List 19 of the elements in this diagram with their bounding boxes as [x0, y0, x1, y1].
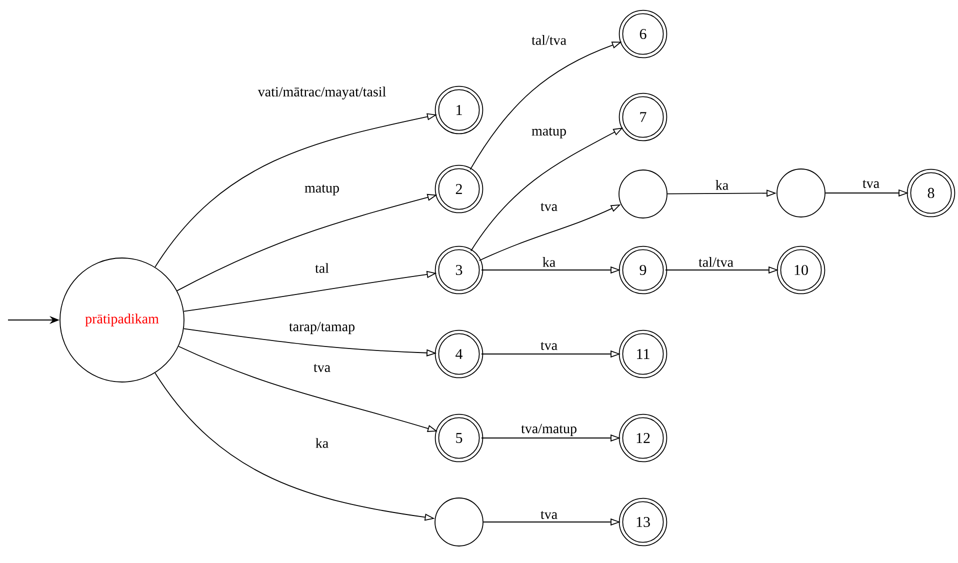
- edge-label: tal/tva: [530, 34, 568, 46]
- edge-label: matup: [530, 126, 568, 140]
- edge-label: ka: [314, 437, 330, 449]
- edge-label: tarap/tamap: [288, 320, 356, 336]
- state-circle: [776, 168, 826, 218]
- edge-label: ka: [541, 256, 557, 268]
- edge-label: tva: [539, 510, 559, 520]
- edge-label: tva: [861, 179, 881, 189]
- edge-label: tal: [314, 262, 330, 274]
- edge-label: vati/mātrac/mayat/tasil: [256, 86, 388, 100]
- edge-label: tva: [539, 202, 559, 212]
- edge-label: tva/matup: [520, 422, 578, 438]
- edge-label: matup: [304, 184, 340, 196]
- edge-label: tal/tva: [698, 256, 734, 268]
- edge-label: tva: [312, 363, 332, 373]
- state-circle: [618, 170, 668, 218]
- state-circle: [434, 498, 484, 546]
- edge-label: ka: [714, 179, 730, 191]
- edge-label: tva: [539, 341, 559, 351]
